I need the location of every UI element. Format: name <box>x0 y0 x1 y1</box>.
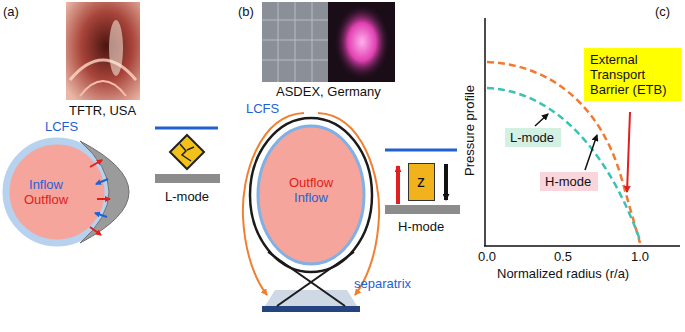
l-mode-curve <box>487 88 640 240</box>
etb-pointer <box>627 112 630 192</box>
plasma-circle-shape <box>6 141 108 243</box>
x-axis <box>484 245 680 247</box>
warning-diamond <box>170 135 204 169</box>
node-text: H-mode <box>545 174 593 189</box>
separatrix-label: separatrix <box>354 276 411 291</box>
plasma-circle: InflowOutflow <box>2 137 112 247</box>
outflow-arrow <box>97 198 110 200</box>
lcfs-line <box>385 149 457 152</box>
y-axis <box>484 18 486 246</box>
photo-glow <box>70 60 136 80</box>
mode-label: H-mode <box>398 219 444 234</box>
node-text: Inflow <box>29 177 63 192</box>
inflow-arrow <box>95 213 107 217</box>
vessel-outline <box>250 118 372 272</box>
mode-tag: H-mode <box>540 172 598 191</box>
limiter-crescent <box>80 141 129 243</box>
node-text: Inflow <box>294 190 328 205</box>
tftr-photo <box>66 2 140 100</box>
inflow-arrow <box>96 179 108 184</box>
photo-glow <box>109 20 123 76</box>
node-text: External Transport Barrier (ETB) <box>590 52 674 97</box>
broken-icon <box>180 144 194 161</box>
tick-label: 1.0 <box>631 249 649 264</box>
vessel-tiles <box>262 2 328 82</box>
axis-title: Normalized radius (r/a) <box>497 266 629 281</box>
wall-bar <box>155 174 220 183</box>
node-text: z <box>417 173 426 191</box>
mode-tag: L-mode <box>505 128 561 147</box>
panel-letter: (b) <box>238 4 254 19</box>
eddy-box: z <box>408 163 435 201</box>
device-caption: ASDEX, Germany <box>276 84 381 99</box>
device-caption: TFTR, USA <box>69 103 136 118</box>
lcfs-line <box>155 127 218 130</box>
plasma-ellipse-shape <box>258 126 364 264</box>
down-arrow <box>444 164 448 200</box>
barrier-callout: External Transport Barrier (ETB) <box>584 48 681 101</box>
lcfs-label: LCFS <box>246 101 279 116</box>
h-mode-pointer <box>585 135 597 170</box>
axis-title: Pressure profile <box>462 85 477 176</box>
asdex-vessel-photo <box>262 2 328 82</box>
photo-glow <box>80 81 126 96</box>
up-arrow <box>396 166 400 204</box>
node-text: Outflow <box>289 175 333 190</box>
node-text: L-mode <box>510 130 556 145</box>
asdex-plasma-photo <box>328 2 395 82</box>
panel-letter: (c) <box>655 4 670 19</box>
node-text: Outflow <box>24 192 68 207</box>
lcfs-label: LCFS <box>45 119 78 134</box>
tick-label: 0.5 <box>554 249 572 264</box>
tick-label: 0.0 <box>478 249 496 264</box>
mode-label: L-mode <box>165 189 209 204</box>
wall-bar <box>385 205 460 214</box>
outflow-arrow <box>90 160 102 167</box>
panel-letter: (a) <box>3 4 19 19</box>
outflow-arrow <box>90 227 101 235</box>
l-mode-pointer <box>535 114 548 126</box>
divertor-plate <box>262 306 360 312</box>
plasma-glow <box>334 4 390 80</box>
plasma-ellipse: OutflowInflow <box>249 117 373 273</box>
